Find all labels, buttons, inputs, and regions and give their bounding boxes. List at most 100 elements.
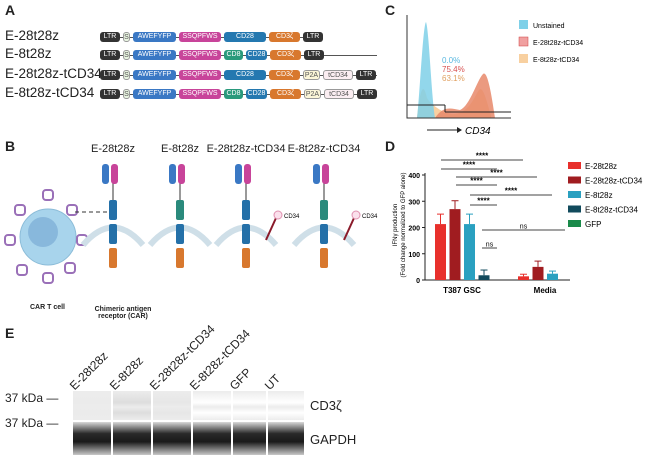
bar-e-8t28z bbox=[464, 224, 475, 280]
lane-label: E-8t28z bbox=[106, 353, 146, 393]
cd3z-domain bbox=[320, 248, 328, 268]
gapdh-band bbox=[73, 422, 111, 455]
legend-label: E-28t28z-tCD34 bbox=[585, 177, 643, 186]
segment-cd3ζ: CD3ζ bbox=[270, 89, 301, 99]
cd3z-domain bbox=[176, 248, 184, 268]
x-category-label: T387 GSC bbox=[443, 286, 481, 295]
significance-label: **** bbox=[505, 187, 518, 196]
bar-e-8t28z bbox=[547, 273, 558, 280]
lane-label: GFP bbox=[226, 365, 255, 393]
gapdh-band bbox=[193, 422, 231, 455]
cd34-label: CD34 bbox=[362, 214, 378, 220]
car-receptor-icon bbox=[16, 264, 28, 276]
car-receptor-icon bbox=[64, 262, 76, 274]
legend-swatch bbox=[568, 220, 581, 227]
car-title: E-8t28z-tCD34 bbox=[287, 143, 361, 155]
significance-label: **** bbox=[463, 161, 476, 170]
car-title: E-8t28z bbox=[161, 143, 199, 155]
cd3z-band bbox=[268, 391, 304, 420]
segment-ltr: LTR bbox=[100, 70, 120, 80]
legend-label: E-8t28z-tCD34 bbox=[585, 206, 638, 215]
y-tick-label: 0 bbox=[416, 278, 420, 285]
significance-label: **** bbox=[490, 169, 503, 178]
cd3z-band bbox=[113, 391, 151, 420]
bar-e-8t28z-tcd34 bbox=[478, 275, 490, 280]
pct-e28t28z-tcd34: 75.4% bbox=[442, 65, 465, 74]
y-tick-label: 300 bbox=[408, 199, 420, 206]
car-receptor-icon bbox=[66, 204, 78, 216]
car-receptor-icon bbox=[42, 272, 54, 284]
car-receptor-icon bbox=[42, 189, 54, 201]
segment-ltr: LTR bbox=[100, 89, 120, 99]
hist-e28t28z-tcd34 bbox=[435, 73, 495, 118]
significance-label: **** bbox=[477, 197, 490, 206]
bar-e-28t28z bbox=[518, 276, 529, 280]
car-drawings: CD34 CD34 bbox=[4, 164, 378, 284]
segment-cd28: CD28 bbox=[224, 32, 266, 42]
segment-cd3ζ: CD3ζ bbox=[269, 70, 300, 80]
segment-s: S bbox=[123, 89, 130, 99]
segment-ssqpfws: SSQPFWS bbox=[179, 89, 221, 99]
segment-ssqpfws: SSQPFWS bbox=[179, 32, 221, 42]
lane-label: E-28t28z bbox=[66, 348, 111, 393]
segment-tcd34: tCD34 bbox=[323, 70, 353, 80]
panel-label-b: B bbox=[5, 138, 16, 154]
hinge-domain bbox=[320, 200, 328, 220]
gapdh-band bbox=[268, 422, 304, 455]
bar-e-28t28z-tcd34 bbox=[449, 209, 461, 280]
segment-cd8: CD8 bbox=[224, 50, 243, 60]
car-title: E-28t28z bbox=[90, 143, 136, 155]
cd34-icon bbox=[351, 210, 361, 220]
pct-e8t28z-tcd34: 63.1% bbox=[442, 74, 465, 83]
segment-s: S bbox=[123, 32, 130, 42]
gapdh-band bbox=[233, 422, 266, 455]
significance-label: ns bbox=[520, 224, 528, 231]
x-axis-label: CD34 bbox=[465, 126, 491, 135]
cell-label: CAR T cell bbox=[29, 304, 65, 311]
segment-cd28: CD28 bbox=[246, 89, 267, 99]
panel-label-a: A bbox=[5, 2, 16, 18]
segment-ltr: LTR bbox=[100, 50, 120, 60]
panel-label-c: C bbox=[385, 2, 396, 18]
y-axis-label-2: (Fold change normalized to GFP alone) bbox=[401, 173, 407, 278]
segment-ltr: LTR bbox=[304, 50, 324, 60]
segment-s: S bbox=[123, 70, 130, 80]
segment-awefyfp: AWEFYFP bbox=[133, 89, 176, 99]
segment-cd3ζ: CD3ζ bbox=[270, 50, 301, 60]
segment-awefyfp: AWEFYFP bbox=[133, 32, 176, 42]
car-label: Chimeric antigen receptor (CAR) bbox=[94, 306, 152, 320]
cd3z-band bbox=[153, 391, 191, 420]
y-tick-label: 200 bbox=[408, 226, 420, 233]
panel-label-e: E bbox=[5, 325, 15, 341]
cd34-label: CD34 bbox=[284, 214, 300, 220]
segment-cd28: CD28 bbox=[246, 50, 267, 60]
legend-swatch bbox=[568, 205, 581, 213]
legend-label: GFP bbox=[585, 220, 601, 229]
panel-label-d: D bbox=[385, 138, 396, 154]
segment-cd3ζ: CD3ζ bbox=[269, 32, 300, 42]
legend-label: Unstained bbox=[533, 23, 565, 30]
construct-name: E-8t28z bbox=[5, 46, 52, 61]
band-label-cd3z: CD3ζ bbox=[310, 398, 342, 413]
cd3z-domain bbox=[242, 248, 250, 268]
y-tick-label: 400 bbox=[408, 173, 420, 180]
flow-histogram: 0.0% 75.4% 63.1% CD34 Unstained E-28t28z… bbox=[406, 15, 583, 135]
construct-name: E-28t28z-tCD34 bbox=[5, 66, 102, 81]
segment-cd8: CD8 bbox=[224, 89, 243, 99]
segment-ltr: LTR bbox=[357, 89, 377, 99]
segment-ltr: LTR bbox=[100, 32, 120, 42]
legend-swatch bbox=[568, 191, 581, 198]
significance-label: **** bbox=[476, 152, 489, 161]
cd3z-band bbox=[233, 391, 266, 420]
mw-marker: 37 kDa — bbox=[5, 416, 59, 430]
hinge-domain bbox=[176, 200, 184, 220]
cd3z-band bbox=[73, 391, 111, 420]
car-receptor-icon bbox=[4, 234, 16, 246]
segment-ssqpfws: SSQPFWS bbox=[179, 50, 221, 60]
bar-e-28t28z bbox=[435, 224, 446, 280]
segment-ssqpfws: SSQPFWS bbox=[179, 70, 221, 80]
gapdh-band bbox=[153, 422, 191, 455]
car-receptor-icon bbox=[14, 204, 26, 216]
hist-unstained bbox=[417, 22, 435, 118]
